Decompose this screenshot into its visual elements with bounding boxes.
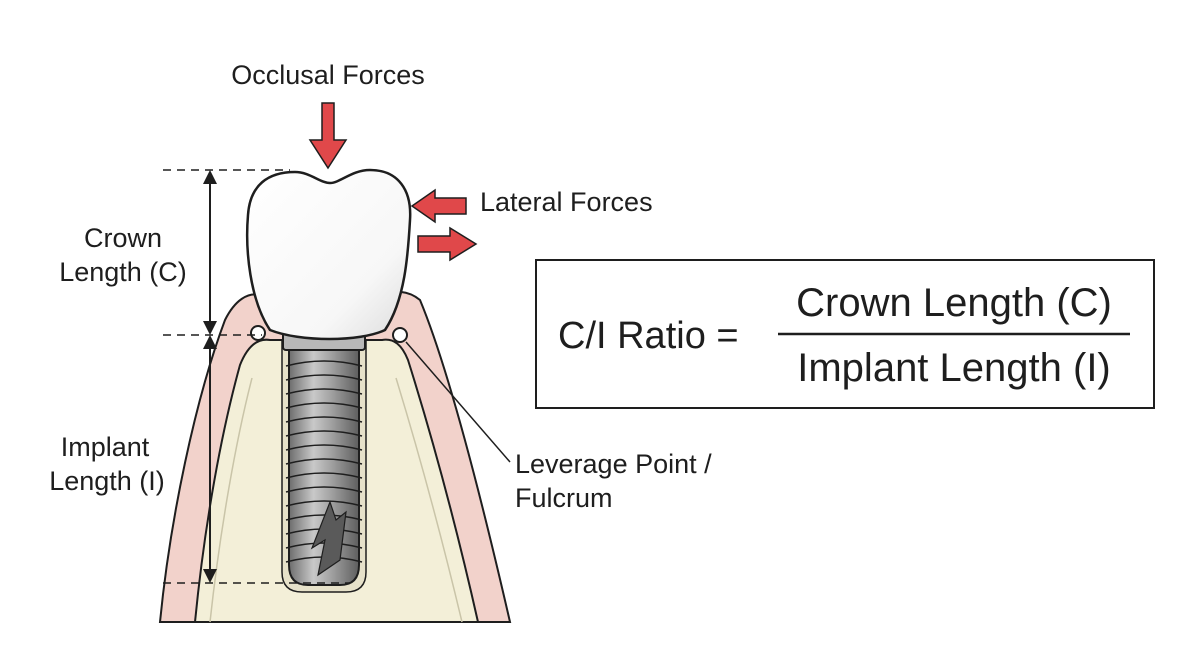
bone-inner-line [209, 377, 463, 623]
crown-length-dimension [203, 170, 217, 335]
implant-length-label: Implant [61, 432, 150, 462]
formula-numerator: Crown Length (C) [796, 281, 1112, 325]
implant-screw-icon [285, 339, 363, 586]
implant-thread [285, 388, 363, 395]
force-arrow-icon [410, 188, 467, 224]
fulcrum-point-icon [250, 325, 266, 341]
formula-denominator: Implant Length (I) [797, 346, 1111, 390]
tooth-crown-icon [245, 168, 412, 341]
implant-length-dimension [203, 335, 217, 583]
implant-thread [285, 486, 363, 493]
fulcrum-leader-line [405, 341, 511, 463]
lateral-forces-label: Lateral Forces [480, 187, 653, 217]
crown-length-label: Length (C) [59, 257, 187, 287]
implant-thread [285, 402, 363, 409]
implant-thread [285, 360, 363, 367]
implant-thread [285, 430, 363, 437]
ci-ratio-formula: C/I Ratio = Crown Length (C) Implant Len… [535, 259, 1155, 409]
implant-thread [285, 472, 363, 479]
force-arrow-icon [308, 102, 348, 170]
fulcrum-point-icon [392, 327, 408, 343]
occlusal-forces-label: Occlusal Forces [231, 60, 425, 90]
implant-thread [285, 514, 363, 521]
leverage-point-label: Fulcrum [515, 483, 613, 513]
formula-left-side: C/I Ratio = [558, 315, 739, 357]
implant-thread [285, 500, 363, 507]
crown-length-label: Crown [84, 223, 162, 253]
leverage-point-label: Leverage Point / [515, 449, 712, 479]
force-arrow-icon [417, 226, 478, 262]
implant-thread [285, 458, 363, 465]
implant-thread [285, 444, 363, 451]
implant-thread [285, 374, 363, 381]
implant-thread [285, 416, 363, 423]
implant-length-label: Length (I) [49, 466, 165, 496]
